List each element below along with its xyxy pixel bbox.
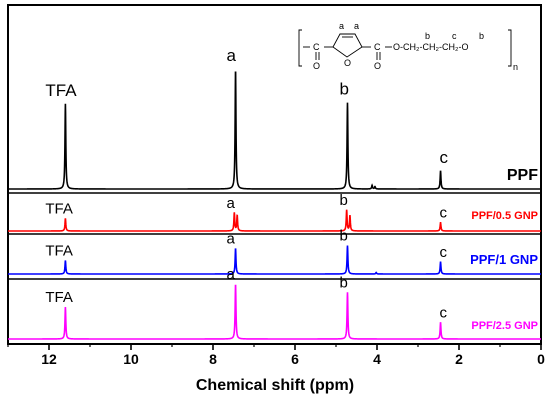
structure-chain: O-CH₂-CH₂-CH₂-O xyxy=(393,42,468,52)
peak-label-1-2: b xyxy=(339,192,347,209)
spectra-layer xyxy=(8,71,541,340)
structure-label-a1: a xyxy=(339,21,344,31)
spectrum-line-0 xyxy=(8,71,541,190)
structure-right-c: C xyxy=(374,42,381,52)
structure-left-o: O xyxy=(313,61,320,71)
peak-label-2-0: TFA xyxy=(45,243,73,260)
series-name-2: PPF/1 GNP xyxy=(470,252,538,267)
structure-text: C O O C O O-CH₂-CH₂-CH₂-O a a b c b n xyxy=(313,21,518,72)
peak-label-1-3: c xyxy=(440,205,448,222)
series-name-1: PPF/0.5 GNP xyxy=(471,210,538,222)
x-tick-label-5: 2 xyxy=(455,351,463,367)
peak-label-2-2: b xyxy=(339,228,347,245)
furan-ring xyxy=(332,33,363,58)
peak-label-1-1: a xyxy=(227,195,236,212)
series-names-layer: PPF PPF/0.5 GNP PPF/1 GNP PPF/2.5 GNP xyxy=(470,167,538,332)
peak-label-0-3: c xyxy=(440,148,449,167)
structure-right-bracket xyxy=(508,29,512,67)
structure-label-c: c xyxy=(452,31,457,41)
structure-label-b2: b xyxy=(479,31,484,41)
peak-label-2-3: c xyxy=(440,244,448,261)
peak-label-3-0: TFA xyxy=(45,289,73,306)
peak-label-3-3: c xyxy=(440,305,448,322)
x-tick-label-3: 6 xyxy=(291,351,299,367)
structure-ring-o: O xyxy=(344,58,351,68)
structure-label-a2: a xyxy=(354,21,359,31)
structure-left-c: C xyxy=(313,42,320,52)
structure-label-b1: b xyxy=(425,31,430,41)
x-tick-label-4: 4 xyxy=(373,351,381,367)
x-tick-label-2: 8 xyxy=(209,351,217,367)
plot-frame xyxy=(7,4,542,345)
spectrum-line-3 xyxy=(8,284,541,340)
peak-label-1-0: TFA xyxy=(45,200,73,217)
x-tick-label-6: 0 xyxy=(537,351,545,367)
chemical-structure xyxy=(298,29,512,67)
peak-label-2-1: a xyxy=(227,231,236,248)
x-axis-ticks: 12 10 8 6 4 2 0 xyxy=(7,344,545,367)
x-axis-title: Chemical shift (ppm) xyxy=(196,377,354,394)
peak-label-0-1: a xyxy=(227,46,237,65)
structure-left-bracket xyxy=(298,29,302,67)
peak-label-0-2: b xyxy=(339,80,348,99)
x-tick-label-1: 10 xyxy=(123,351,139,367)
series-name-0: PPF xyxy=(507,167,538,184)
spectrum-line-1 xyxy=(8,209,541,232)
peak-label-3-1: a xyxy=(227,266,236,283)
x-tick-label-0: 12 xyxy=(41,351,57,367)
structure-subscript-n: n xyxy=(513,62,518,72)
structure-right-o: O xyxy=(374,61,381,71)
series-name-3: PPF/2.5 GNP xyxy=(471,320,538,332)
spectrum-line-2 xyxy=(8,245,541,275)
peak-label-3-2: b xyxy=(339,274,347,291)
peak-label-0-0: TFA xyxy=(45,81,77,100)
